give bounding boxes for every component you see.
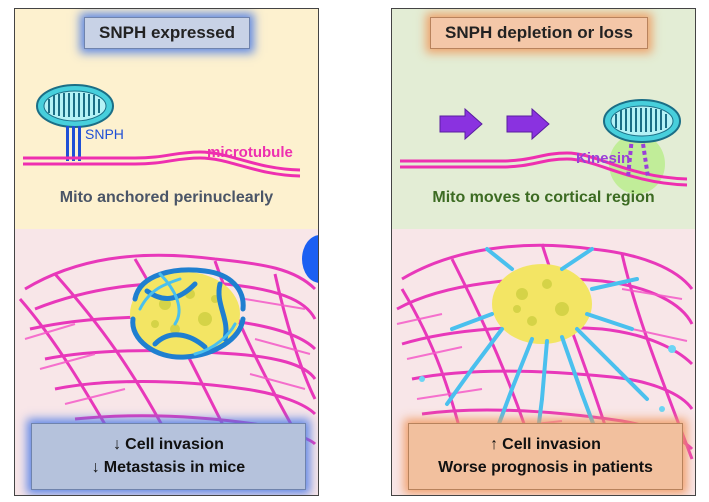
outcome-line2-text: Metastasis in mice	[103, 459, 246, 476]
outcome-box-left: ↓Cell invasion ↓Metastasis in mice	[31, 423, 306, 490]
outcome-line1-text: Cell invasion	[502, 436, 601, 453]
caption-mito-cortical: Mito moves to cortical region	[432, 189, 655, 206]
title-snph-expressed: SNPH expressed	[84, 17, 251, 49]
up-arrow-icon: ↑	[490, 436, 499, 453]
outcome-cell-invasion-up: ↑Cell invasion	[409, 433, 682, 456]
schematic-area-left: SNPH expressed SNPH microtubule Mito anc…	[15, 9, 318, 229]
mitochondrion-right	[603, 99, 681, 143]
snph-tether	[66, 126, 81, 161]
outcome-box-right: ↑Cell invasion Worse prognosis in patien…	[408, 423, 683, 490]
schematic-right	[400, 99, 688, 194]
panel-snph-expressed: SNPH expressed SNPH microtubule Mito anc…	[14, 8, 319, 496]
kinesin-label: Kinesin	[576, 150, 631, 167]
microtubule-right	[400, 151, 688, 181]
outcome-metastasis-down: ↓Metastasis in mice	[32, 456, 305, 479]
down-arrow-icon: ↓	[91, 459, 100, 476]
schematic-left	[23, 84, 301, 178]
outcome-cell-invasion-down: ↓Cell invasion	[32, 433, 305, 456]
down-arrow-icon: ↓	[113, 436, 122, 453]
snph-label: SNPH	[85, 126, 124, 142]
motion-arrow-icon	[439, 107, 550, 141]
microtubule-left	[23, 150, 301, 172]
outcome-line1-text: Cell invasion	[125, 436, 224, 453]
panel-snph-depletion: SNPH depletion or loss Kinesin Mito move…	[391, 8, 696, 496]
schematic-area-right: SNPH depletion or loss Kinesin Mito move…	[392, 9, 695, 229]
microtubule-label: microtubule	[207, 144, 293, 161]
mitochondrion-left	[36, 84, 114, 128]
caption-mito-anchored: Mito anchored perinuclearly	[59, 189, 274, 206]
outcome-worse-prognosis: Worse prognosis in patients	[409, 456, 682, 479]
outcome-line2-text: Worse prognosis in patients	[438, 459, 653, 476]
title-snph-depletion: SNPH depletion or loss	[430, 17, 648, 49]
